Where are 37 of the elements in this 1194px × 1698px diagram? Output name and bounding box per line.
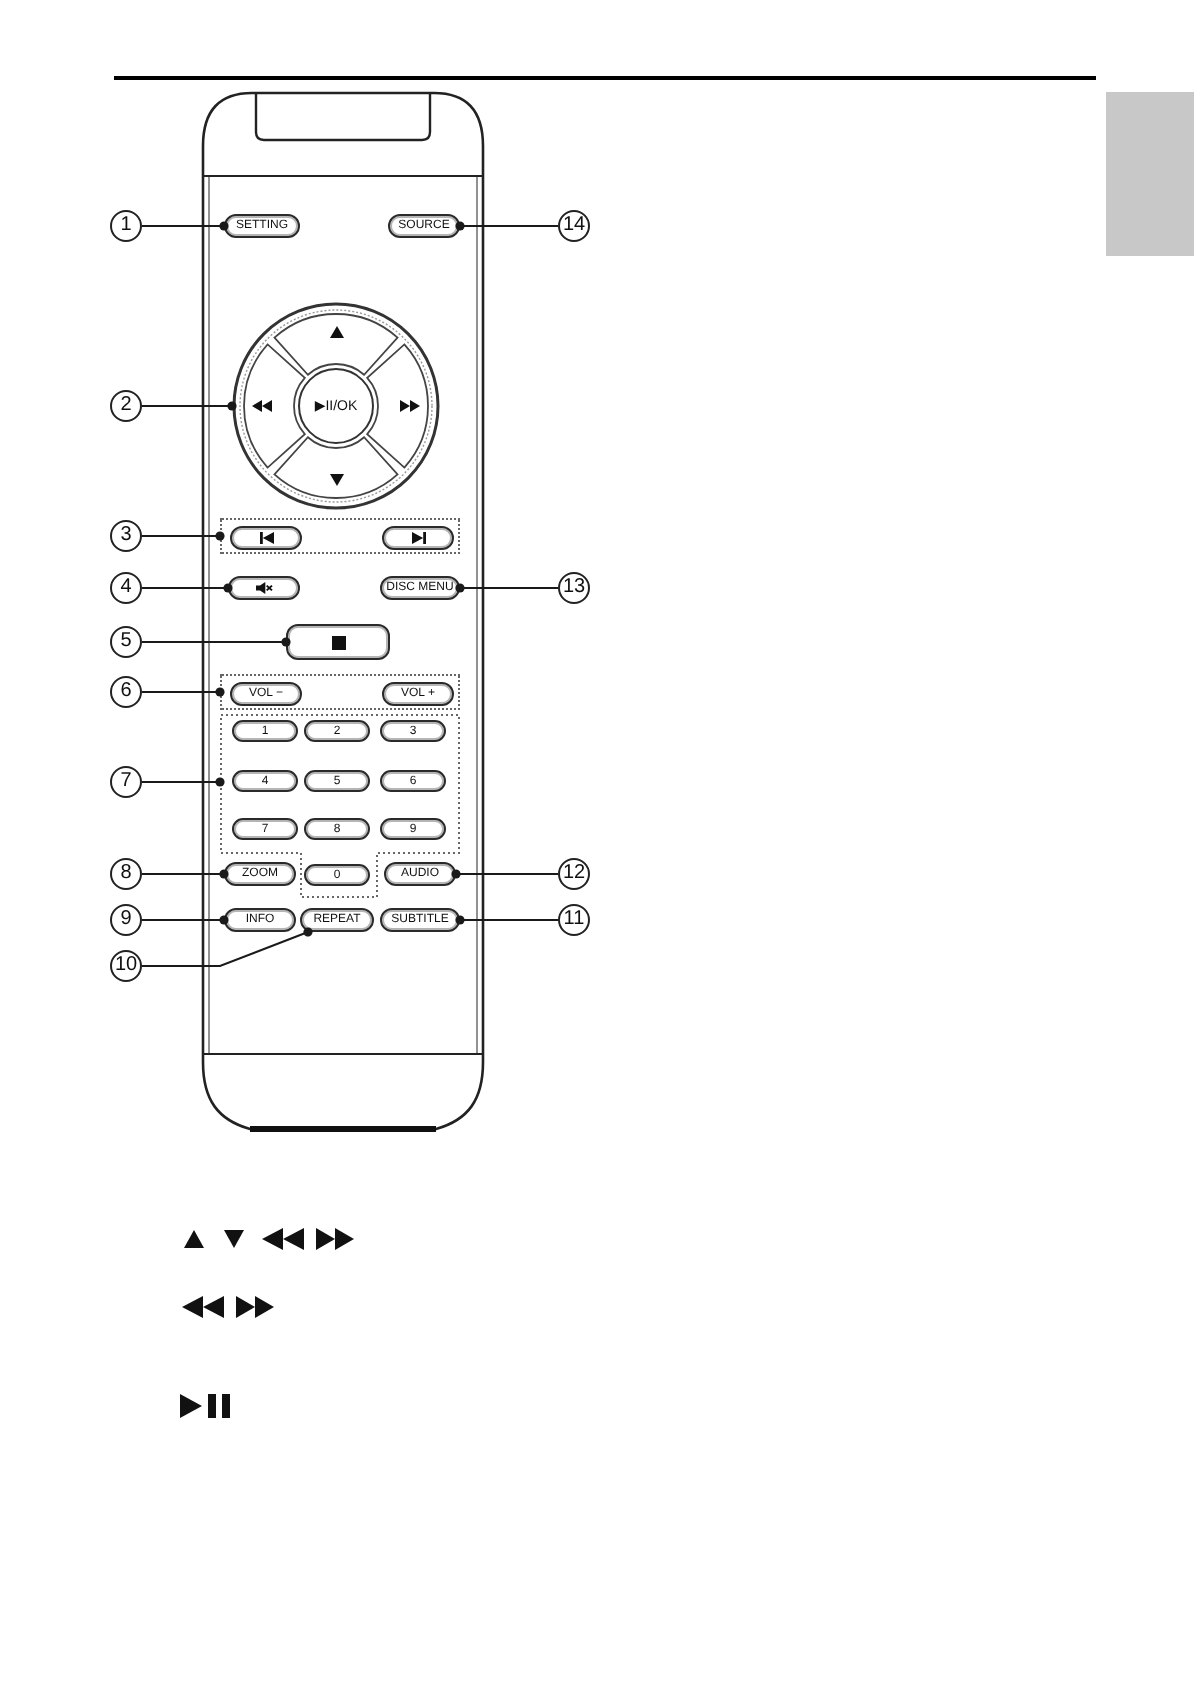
remote-button bbox=[382, 526, 454, 550]
leader-line bbox=[455, 583, 559, 593]
leader-line bbox=[141, 221, 229, 231]
navigation-pad bbox=[232, 302, 440, 510]
callout-number: 7 bbox=[110, 766, 142, 798]
dotted-group-frame bbox=[220, 518, 460, 554]
callout-number: 8 bbox=[110, 858, 142, 890]
remote-button bbox=[286, 624, 390, 660]
callout-number: 6 bbox=[110, 676, 142, 708]
callout-number: 2 bbox=[110, 390, 142, 422]
remote-control-body bbox=[200, 90, 486, 1132]
callout-number: 4 bbox=[110, 572, 142, 604]
leader-line bbox=[141, 583, 233, 593]
callout-number: 13 bbox=[558, 572, 590, 604]
side-tab bbox=[1106, 92, 1194, 256]
callout-number: 5 bbox=[110, 626, 142, 658]
callout-number: 10 bbox=[110, 950, 142, 982]
leader-line bbox=[141, 531, 225, 541]
dotted-group-frame bbox=[220, 674, 460, 710]
leader-line bbox=[141, 927, 313, 967]
leader-line bbox=[141, 869, 229, 879]
leader-line bbox=[141, 687, 225, 697]
remote-button bbox=[230, 526, 302, 550]
callout-number: 9 bbox=[110, 904, 142, 936]
leader-line bbox=[141, 915, 229, 925]
leader-line bbox=[141, 637, 291, 647]
leader-line bbox=[141, 777, 225, 787]
callout-number: 11 bbox=[558, 904, 590, 936]
callout-number: 1 bbox=[110, 210, 142, 242]
leader-line bbox=[455, 221, 559, 231]
callout-number: 14 bbox=[558, 210, 590, 242]
remote-button bbox=[228, 576, 300, 600]
leader-line bbox=[141, 401, 237, 411]
callout-number: 12 bbox=[558, 858, 590, 890]
callout-number: 3 bbox=[110, 520, 142, 552]
leader-line bbox=[451, 869, 559, 879]
leader-line bbox=[455, 915, 559, 925]
